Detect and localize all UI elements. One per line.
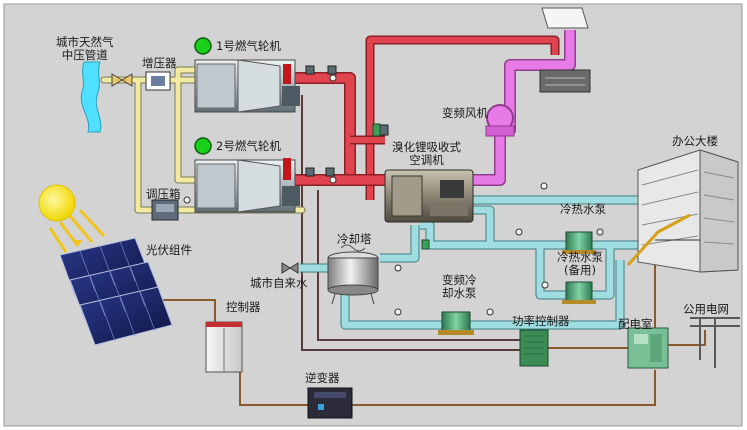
office-building xyxy=(626,149,739,273)
label-city-gas: 城市天然气 中压管道 xyxy=(56,35,114,62)
label-hot-water-pump-backup: 冷热水泵 (备用) xyxy=(557,250,603,277)
label-hot-water-pump: 冷热水泵 xyxy=(560,202,606,216)
water-valves xyxy=(372,123,430,250)
lithium-bromide-chiller xyxy=(384,169,474,223)
pv-panels xyxy=(59,237,173,346)
label-vfd-cooling-pump: 变频冷 却水泵 xyxy=(442,273,477,300)
turbine-2 xyxy=(194,158,300,213)
cooling-tower xyxy=(327,244,379,305)
label-chiller: 溴化锂吸收式 空调机 xyxy=(392,140,461,167)
turbine-1 xyxy=(194,59,300,113)
booster xyxy=(145,71,171,91)
exhaust-pipes xyxy=(290,35,560,200)
pressure-box xyxy=(151,199,179,221)
label-controller: 控制器 xyxy=(226,300,261,314)
sun-icon xyxy=(38,184,76,222)
public-grid-pylons xyxy=(690,317,740,368)
sun-rays xyxy=(48,208,106,253)
label-vfd-fan: 变频风机 xyxy=(442,106,488,120)
label-office: 办公大楼 xyxy=(672,134,718,148)
distribution-room xyxy=(627,327,669,369)
hot-water-pump-backup xyxy=(562,281,596,304)
city-gas-pipe xyxy=(80,61,102,133)
turbine-2-status-indicator xyxy=(194,137,212,155)
water-inlet-valve xyxy=(281,262,299,274)
label-cooling-tower: 冷却塔 xyxy=(337,232,372,246)
inverter xyxy=(307,387,353,419)
power-controller xyxy=(519,329,549,367)
turbine-1-status-indicator xyxy=(194,37,212,55)
label-pv: 光伏组件 xyxy=(146,243,192,257)
water-pipes xyxy=(300,196,640,329)
chimney xyxy=(539,7,591,93)
vfd-cooling-pump xyxy=(438,311,474,335)
pipe-valves xyxy=(305,65,389,177)
label-public-grid: 公用电网 xyxy=(683,302,729,316)
label-inverter: 逆变器 xyxy=(305,371,340,385)
pipe-gauges xyxy=(183,74,604,316)
gas-valve xyxy=(111,73,133,87)
label-power-controller: 功率控制器 xyxy=(512,314,570,328)
label-turbine-1: 1号燃气轮机 xyxy=(216,39,281,53)
label-city-water: 城市自来水 xyxy=(250,276,308,290)
vfd-fan xyxy=(485,104,515,137)
label-turbine-2: 2号燃气轮机 xyxy=(216,139,281,153)
label-booster: 增压器 xyxy=(142,56,177,70)
label-pressure-box: 调压箱 xyxy=(146,187,181,201)
hot-water-pump xyxy=(562,231,596,254)
controller-cabinet xyxy=(205,321,243,373)
label-distribution-room: 配电室 xyxy=(618,317,653,331)
